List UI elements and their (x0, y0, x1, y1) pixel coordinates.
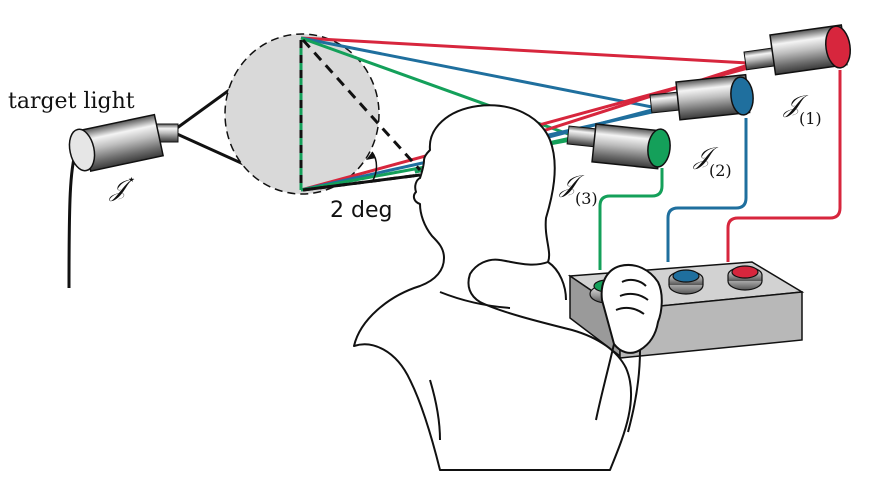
visual-angle-bisector (302, 173, 421, 192)
lamp2-sub: (2) (709, 161, 732, 180)
target-symbol-sup: ⋆ (127, 172, 136, 188)
target-lamp (68, 113, 179, 172)
red-button[interactable] (727, 265, 763, 291)
blue-button[interactable] (668, 269, 704, 295)
lamp1-sub: (1) (799, 109, 822, 128)
primary-lamp-2 (649, 73, 754, 121)
target-lamp-cable (67, 149, 78, 289)
lamp3-sub: (3) (575, 189, 598, 208)
lamp-cables (598, 70, 842, 270)
primary-lamp-3 (566, 123, 671, 170)
primary-lamp-1 (743, 24, 851, 76)
visual-angle-label: 2 deg (330, 198, 392, 223)
target-light-label: target light (8, 89, 135, 114)
observer (353, 104, 663, 471)
angle-arrow-head (366, 152, 376, 160)
